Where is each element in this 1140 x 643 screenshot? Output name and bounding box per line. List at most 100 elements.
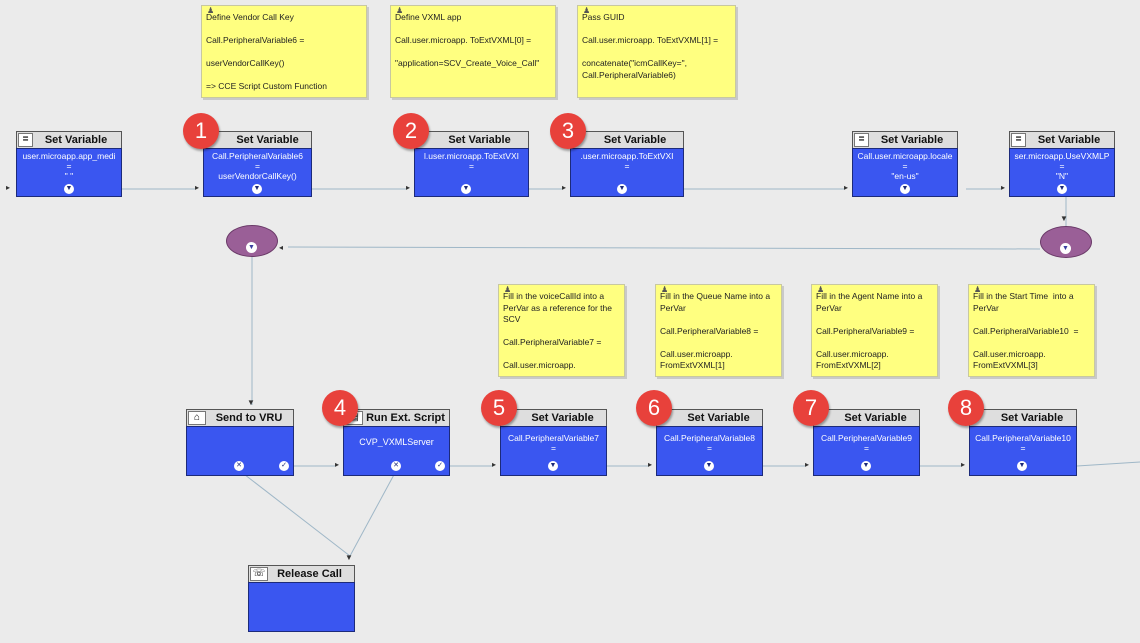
input-port[interactable]: ▸ [805, 460, 810, 469]
node-operator: = [1020, 443, 1026, 453]
set-variable-node[interactable]: Set Variable Call.PeripheralVariable7 = … [500, 409, 607, 476]
set-variable-node[interactable]: Set Variable .user.microapp.ToExtVXI = ▼ [570, 131, 684, 197]
chevron-down-icon[interactable]: ▼ [1057, 184, 1067, 194]
step-badge: 3 [550, 113, 586, 149]
node-header: ▤Run Ext. Script [343, 409, 450, 426]
chevron-down-icon[interactable]: ▼ [1017, 461, 1027, 471]
note-vxml-app[interactable]: ♟ Define VXML app Call.user.microapp. To… [390, 5, 556, 98]
chevron-down-icon[interactable]: ▼ [704, 461, 714, 471]
set-variable-node[interactable]: Set Variable l.user.microapp.ToExtVXI = … [414, 131, 529, 197]
arrow-down-icon: ▼ [247, 398, 255, 407]
node-operator: = [551, 443, 556, 453]
send-to-vru-node[interactable]: ⌂Send to VRU ✕ ✓ [186, 409, 294, 476]
set-variable-node[interactable]: Set Variable Call.PeripheralVariable9 = … [813, 409, 920, 476]
node-body: l.user.microapp.ToExtVXI = [414, 148, 529, 197]
connector-ellipse[interactable]: ▼ [226, 225, 278, 257]
input-port[interactable]: ▸ [1001, 183, 1006, 192]
node-operator: = [255, 161, 260, 171]
node-variable: Call.PeripheralVariable10 [975, 433, 1071, 443]
node-title: Run Ext. Script [366, 412, 445, 424]
node-title: Set Variable [603, 134, 667, 146]
node-operator: = [469, 161, 474, 171]
chevron-down-icon[interactable]: ▼ [861, 461, 871, 471]
node-header: =Set Variable [16, 131, 122, 148]
x-icon[interactable]: ✕ [234, 461, 244, 471]
set-variable-node[interactable]: Set Variable Call.PeripheralVariable8 = … [656, 409, 763, 476]
node-variable: .user.microapp.ToExtVXI [580, 151, 674, 161]
chevron-down-icon[interactable]: ▼ [617, 184, 627, 194]
node-header: Set Variable [414, 131, 529, 148]
step-badge: 7 [793, 390, 829, 426]
set-variable-node[interactable]: Set Variable Call.PeripheralVariable10 =… [969, 409, 1077, 476]
node-title: Set Variable [1000, 412, 1064, 424]
equals-icon: = [854, 133, 869, 147]
chevron-down-icon[interactable]: ▼ [1060, 243, 1071, 254]
input-port[interactable]: ▸ [961, 460, 966, 469]
node-value: userVendorCallKey() [218, 171, 297, 181]
input-port[interactable]: ▸ [492, 460, 497, 469]
x-icon[interactable]: ✕ [391, 461, 401, 471]
step-badge: 4 [322, 390, 358, 426]
note-start-time[interactable]: ♟ Fill in the Start Time into a PerVar C… [968, 284, 1095, 377]
node-variable: Call.PeripheralVariable6 [211, 151, 304, 161]
chevron-down-icon[interactable]: ▼ [900, 184, 910, 194]
chevron-down-icon[interactable]: ▼ [461, 184, 471, 194]
input-port[interactable]: ▸ [406, 183, 411, 192]
checkmark-icon[interactable]: ✓ [435, 461, 445, 471]
set-variable-node[interactable]: =Set Variable ser.microapp.UseVXMLP = "N… [1009, 131, 1115, 197]
checkmark-icon[interactable]: ✓ [279, 461, 289, 471]
node-header: ☏Release Call [248, 565, 355, 582]
run-ext-script-node[interactable]: ▤Run Ext. Script CVP_VXMLServer ✕ ✓ [343, 409, 450, 476]
connector-ellipse[interactable]: ▼ [1040, 226, 1092, 258]
pin-icon: ♟ [974, 285, 982, 294]
arrow-down-icon: ▼ [345, 553, 353, 562]
node-variable: Call.PeripheralVariable7 [507, 433, 600, 443]
node-header: Set Variable [969, 409, 1077, 426]
node-variable: Call.PeripheralVariable8 [663, 433, 756, 443]
input-port[interactable]: ▸ [844, 183, 849, 192]
set-variable-node[interactable]: =Set Variable user.microapp.app_medi = "… [16, 131, 122, 197]
pin-icon: ♟ [583, 6, 591, 15]
note-agent-name[interactable]: ♟ Fill in the Agent Name into a PerVar C… [811, 284, 938, 377]
input-port[interactable]: ▸ [195, 183, 200, 192]
step-badge: 5 [481, 390, 517, 426]
connector-line [349, 470, 397, 557]
chevron-down-icon[interactable]: ▼ [246, 242, 257, 253]
connector-line [287, 246, 1041, 250]
node-title: Set Variable [844, 412, 907, 424]
node-header: = Set Variable [1009, 131, 1115, 148]
set-variable-node[interactable]: =Set Variable Call.user.microapp.locale … [852, 131, 958, 197]
step-badge: 6 [636, 390, 672, 426]
arrow-left-icon: ◂ [279, 243, 284, 252]
node-header: =Set Variable [852, 131, 958, 148]
pin-icon: ♟ [207, 6, 215, 15]
connector-line [1076, 461, 1140, 467]
note-queue-name[interactable]: ♟ Fill in the Queue Name into a PerVar C… [655, 284, 782, 377]
input-port[interactable]: ▸ [6, 183, 11, 192]
node-operator: = [902, 161, 908, 171]
chevron-down-icon[interactable]: ▼ [548, 461, 558, 471]
node-value: " " [64, 171, 74, 181]
note-vendor-call-key[interactable]: ♟ Define Vendor Call Key Call.Peripheral… [201, 5, 367, 98]
chevron-down-icon[interactable]: ▼ [252, 184, 262, 194]
note-voice-call-id[interactable]: ♟ Fill in the voiceCallId into a PerVar … [498, 284, 625, 377]
set-variable-node[interactable]: Set Variable Call.PeripheralVariable6 = … [203, 131, 312, 197]
node-operator: = [66, 161, 72, 171]
equals-icon: = [1011, 133, 1026, 147]
pin-icon: ♟ [661, 285, 669, 294]
vru-icon: ⌂ [188, 411, 206, 425]
input-port[interactable]: ▸ [335, 460, 340, 469]
input-port[interactable]: ▸ [562, 183, 567, 192]
node-title: Set Variable [1037, 134, 1101, 146]
chevron-down-icon[interactable]: ▼ [64, 184, 74, 194]
node-body: Call.PeripheralVariable9 = [813, 426, 920, 476]
step-badge: 2 [393, 113, 429, 149]
node-header: Set Variable [203, 131, 312, 148]
release-call-node[interactable]: ☏Release Call [248, 565, 355, 632]
node-header: Set Variable [500, 409, 607, 426]
note-pass-guid[interactable]: ♟ Pass GUID Call.user.microapp. ToExtVXM… [577, 5, 736, 98]
input-port[interactable]: ▸ [648, 460, 653, 469]
step-badge: 1 [183, 113, 219, 149]
node-title: Set Variable [687, 412, 750, 424]
pin-icon: ♟ [504, 285, 512, 294]
